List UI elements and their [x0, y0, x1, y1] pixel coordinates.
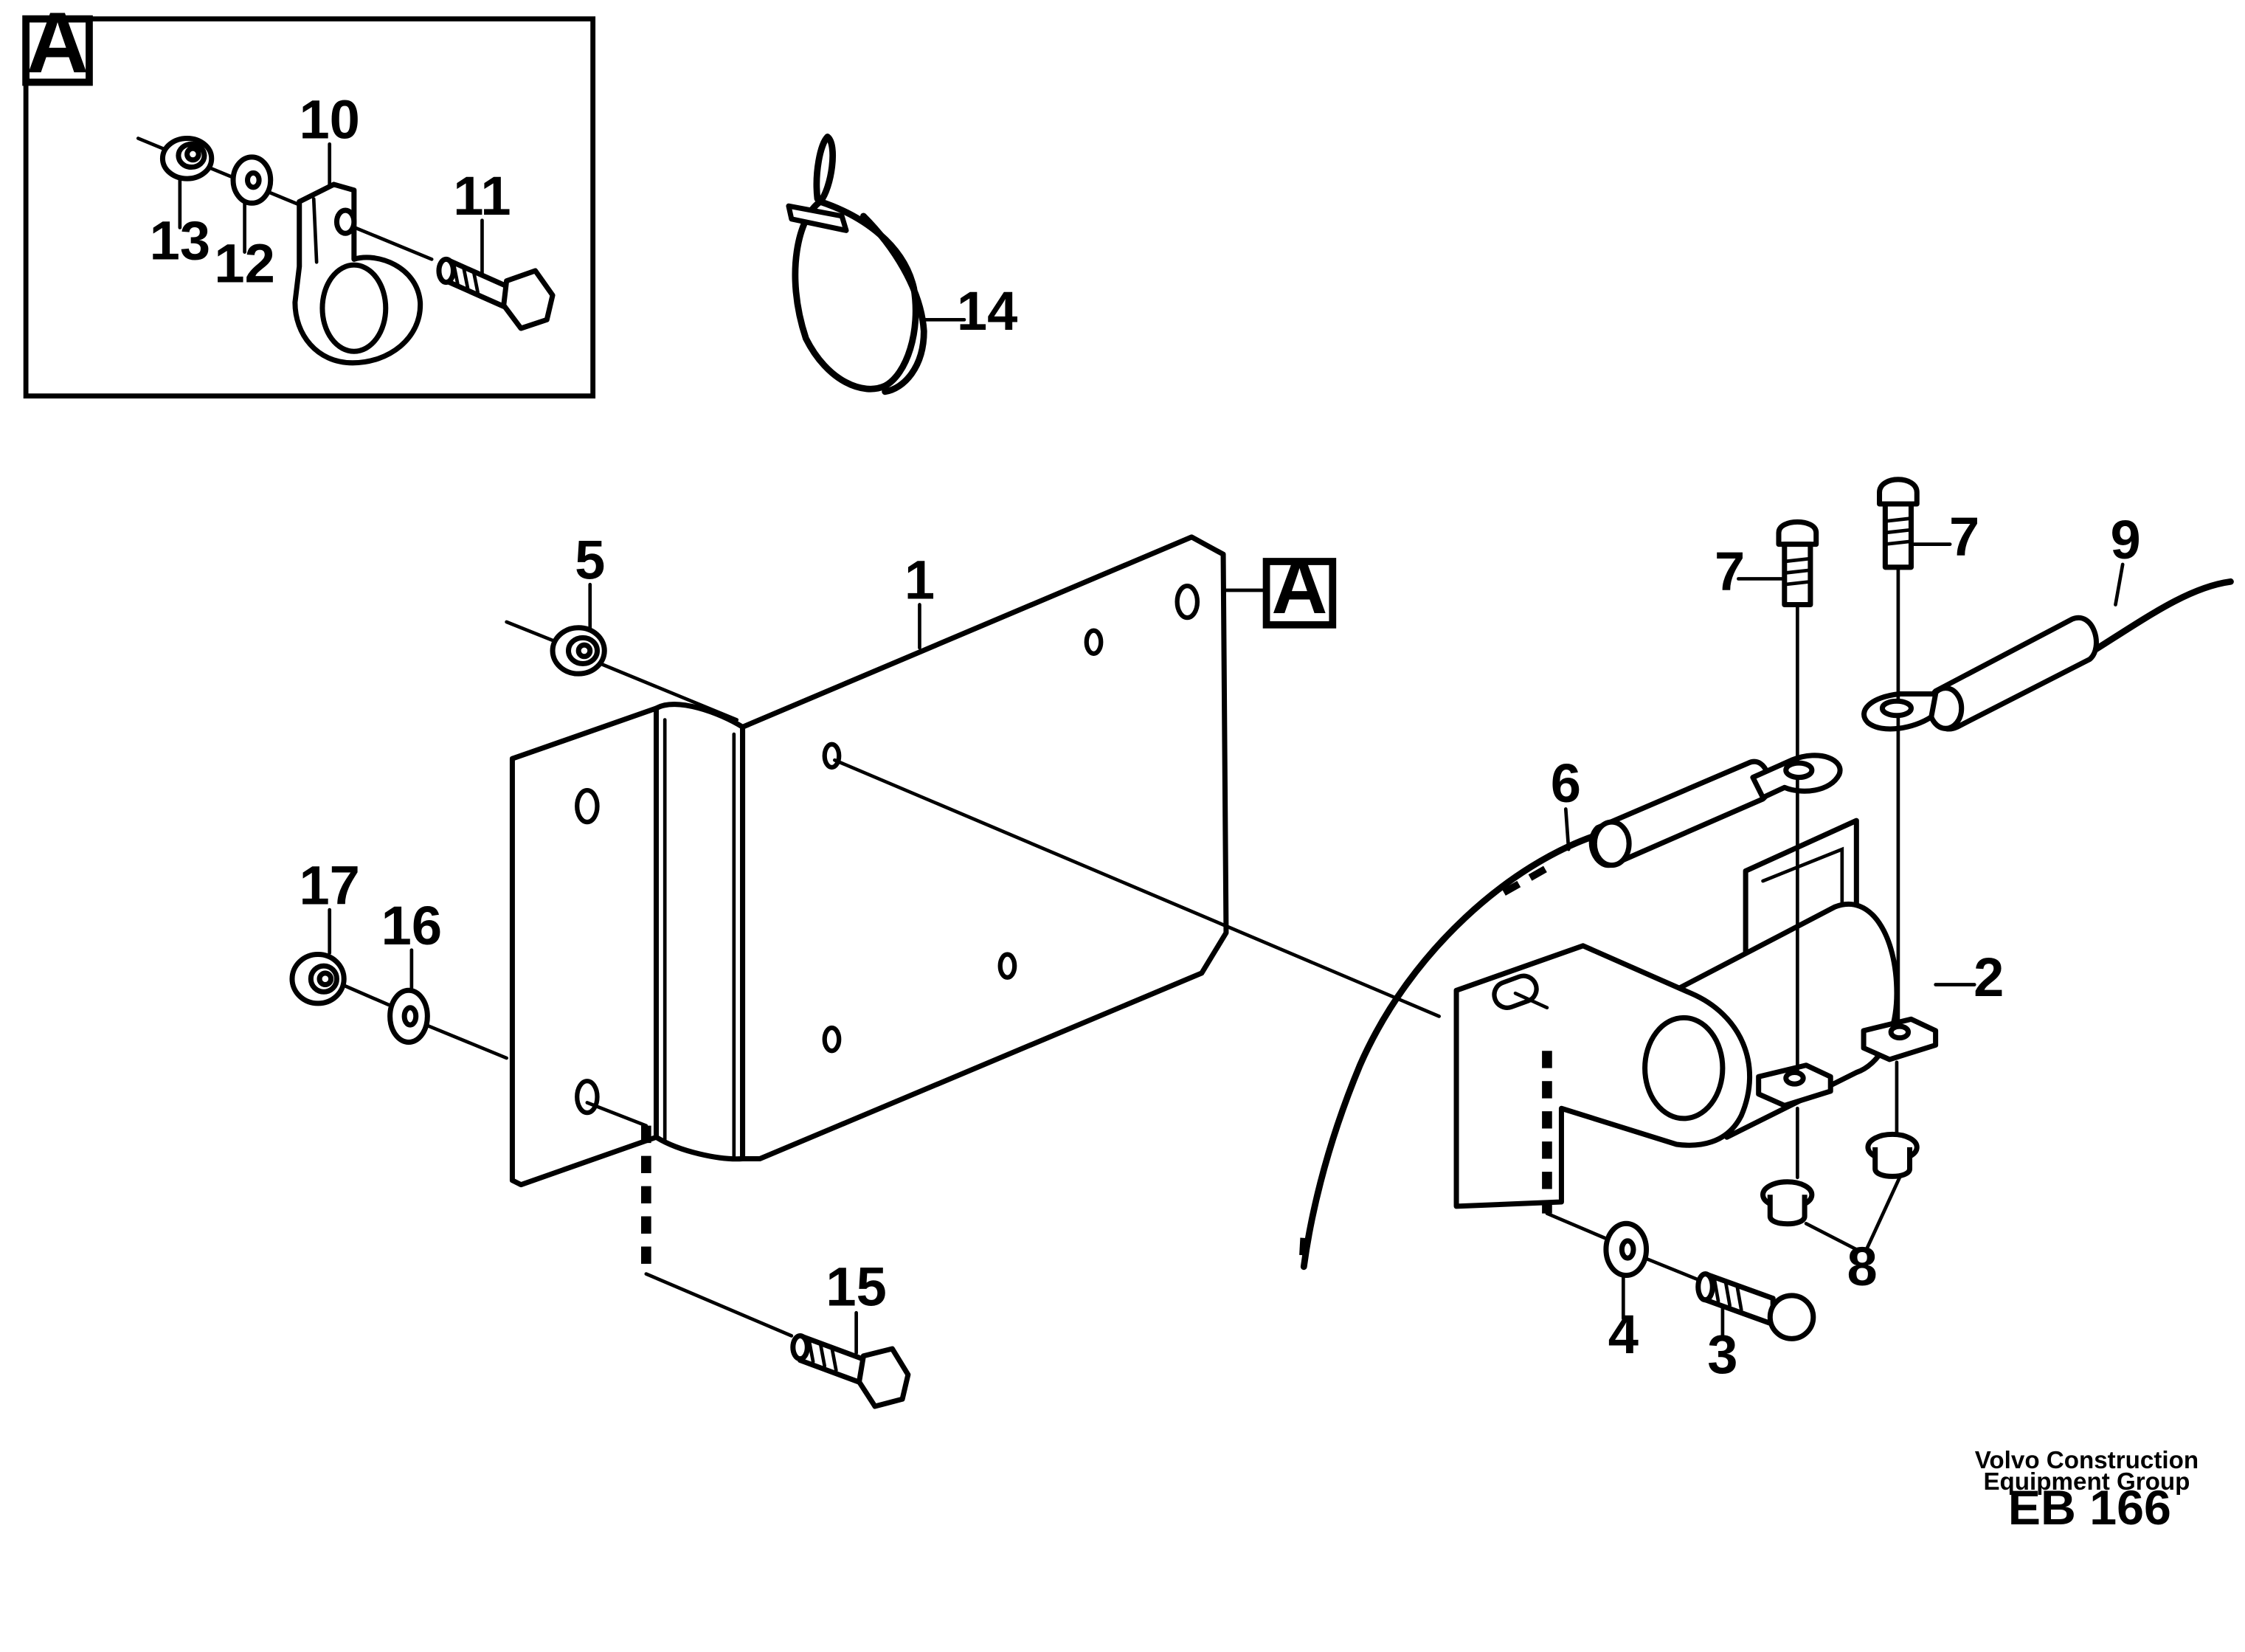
screw-3 [1695, 1271, 1816, 1341]
callout-14: 14 [957, 280, 1017, 342]
detail-a-marker-box [1262, 558, 1337, 629]
mounting-bracket-1 [509, 534, 1229, 1188]
detail-a-marker: A [1271, 544, 1327, 630]
callout-5: 5 [575, 529, 605, 590]
callout-15: 15 [826, 1256, 886, 1317]
callout-11: 11 [453, 165, 511, 227]
footer-company-line1: Volvo Construction [1975, 1447, 2199, 1474]
washer-4 [1603, 1220, 1650, 1321]
bolt-15 [790, 1310, 911, 1409]
callout-1: 1 [904, 550, 935, 611]
callout-8: 8 [1847, 1236, 1878, 1297]
footer-drawing-code: EB 166 [2008, 1481, 2171, 1535]
callout-2: 2 [1974, 947, 2004, 1008]
flange-nut-5 [505, 582, 739, 722]
flange-nut-13 [159, 136, 215, 182]
washer-16 [387, 948, 430, 1046]
callout-16: 16 [381, 895, 442, 956]
callout-6: 6 [1551, 753, 1581, 814]
flange-nut-8-right [1865, 1131, 1920, 1179]
cable-lug-9 [1861, 615, 2099, 732]
callout-9: 9 [2110, 509, 2140, 570]
detail-a-label: A [27, 0, 89, 91]
callout-7-right: 7 [1949, 506, 1979, 567]
holder-2 [1453, 818, 1939, 1209]
detail-a-inset: A [22, 0, 596, 399]
callout-7-left: 7 [1715, 541, 1745, 602]
callout-3: 3 [1707, 1324, 1737, 1385]
screw-7-right [1877, 477, 1920, 570]
p-clamp-10 [292, 182, 423, 366]
callout-12: 12 [214, 233, 274, 294]
cable-tie-14: 14 [786, 134, 1017, 395]
callout-17: 17 [299, 854, 359, 916]
bolt-11 [436, 256, 556, 331]
callout-4: 4 [1608, 1304, 1639, 1365]
footer-company-line2: Equipment Group [1983, 1468, 2190, 1496]
flange-nut-17 [289, 908, 347, 1006]
screw-7-left [1776, 519, 1819, 608]
callout-10: 10 [299, 89, 359, 151]
flange-nut-8-left [1760, 1179, 1815, 1227]
callout-13: 13 [150, 210, 210, 271]
washer-12 [230, 154, 274, 206]
